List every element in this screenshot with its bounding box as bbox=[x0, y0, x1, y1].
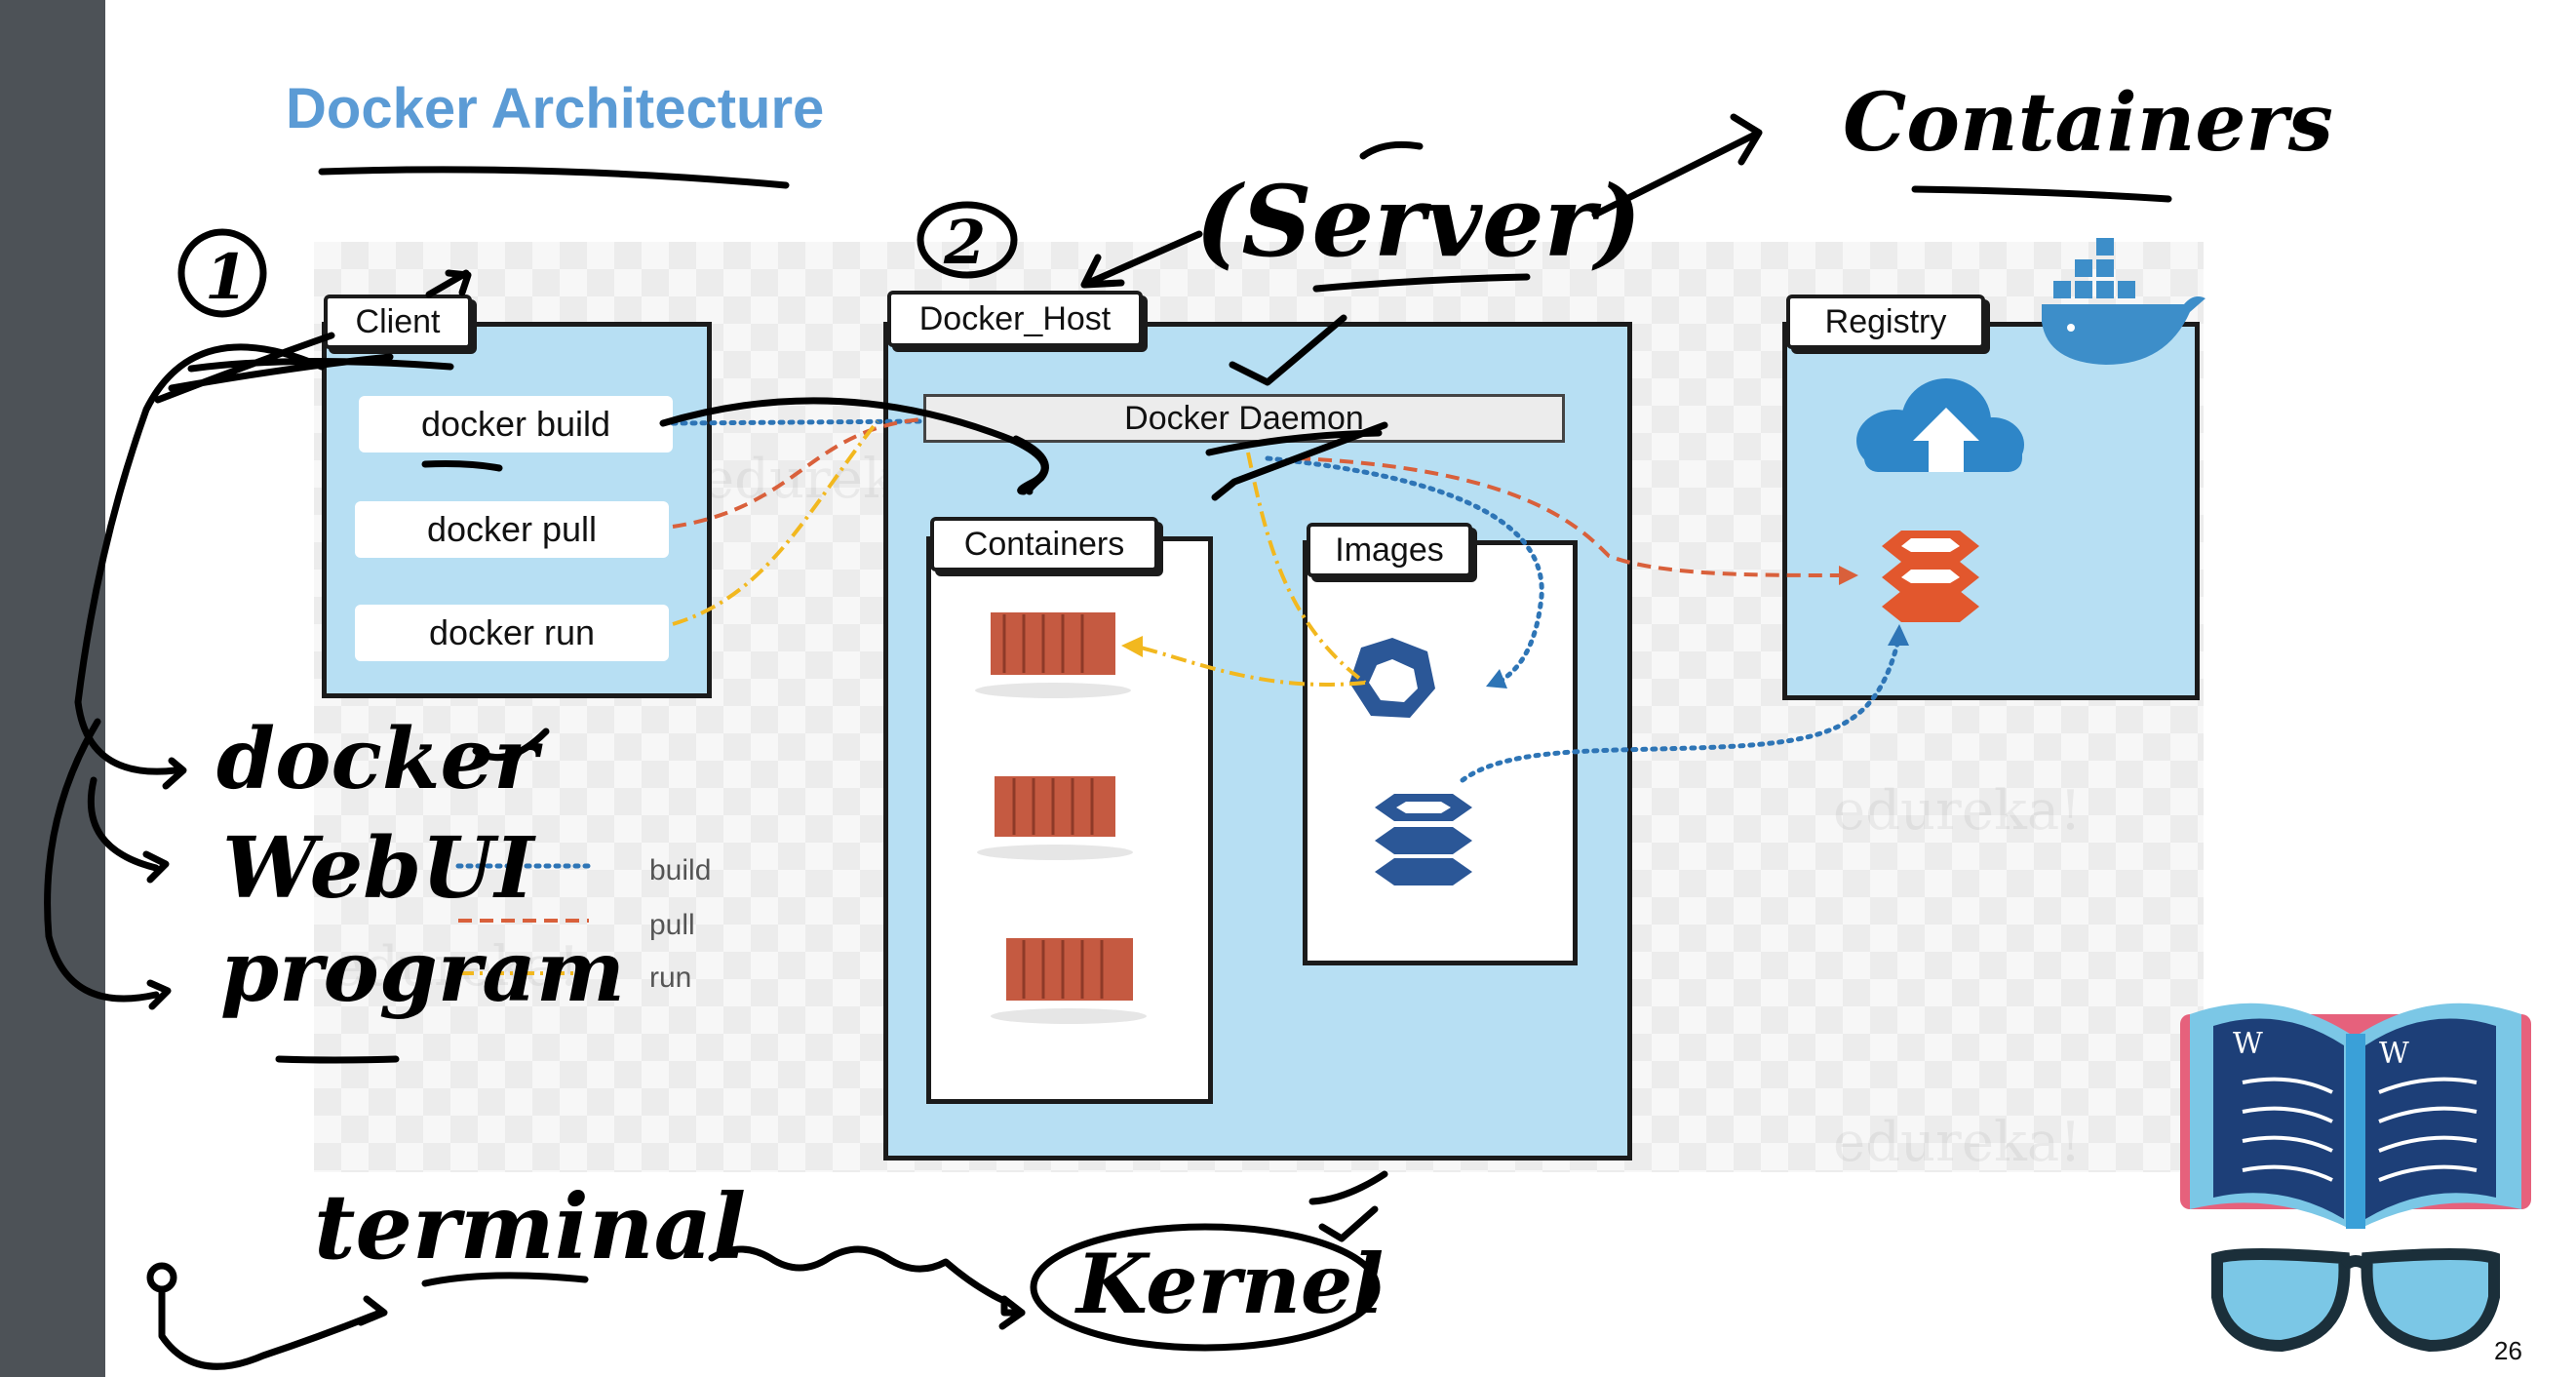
book-glasses-logo: W W bbox=[2180, 1003, 2531, 1353]
docker-build-command: docker build bbox=[359, 396, 673, 452]
annotation-number-one: 1 bbox=[177, 228, 267, 318]
registry-label: Registry bbox=[1786, 295, 1985, 349]
annotation-terminal: terminal bbox=[314, 1174, 746, 1279]
registry-box bbox=[1782, 322, 2200, 700]
svg-text:Containers: Containers bbox=[1843, 76, 2333, 170]
docker-daemon-label: Docker Daemon bbox=[923, 394, 1565, 443]
docker-pull-command: docker pull bbox=[355, 501, 669, 558]
annotation-containers: Containers bbox=[1843, 76, 2333, 170]
client-label: Client bbox=[324, 295, 472, 349]
svg-text:Kernel: Kernel bbox=[1074, 1236, 1384, 1332]
page-number: 26 bbox=[2494, 1336, 2522, 1365]
svg-text:1: 1 bbox=[205, 241, 249, 314]
annotation-kernel: Kernel bbox=[1074, 1236, 1384, 1332]
containers-label: Containers bbox=[930, 517, 1158, 571]
svg-text:W: W bbox=[2233, 1027, 2263, 1061]
legend-run-label: run bbox=[649, 962, 692, 994]
legend-pull-label: pull bbox=[649, 909, 695, 941]
containers-panel bbox=[926, 536, 1213, 1104]
svg-text:terminal: terminal bbox=[314, 1174, 746, 1279]
slide-sidebar bbox=[0, 0, 105, 1377]
images-panel bbox=[1303, 540, 1578, 965]
svg-text:W: W bbox=[2379, 1037, 2409, 1071]
images-label: Images bbox=[1307, 523, 1472, 577]
docker-run-command: docker run bbox=[355, 605, 669, 661]
legend-build-label: build bbox=[649, 854, 712, 886]
docker-host-label: Docker_Host bbox=[887, 291, 1143, 347]
slide-title: Docker Architecture bbox=[286, 77, 825, 140]
